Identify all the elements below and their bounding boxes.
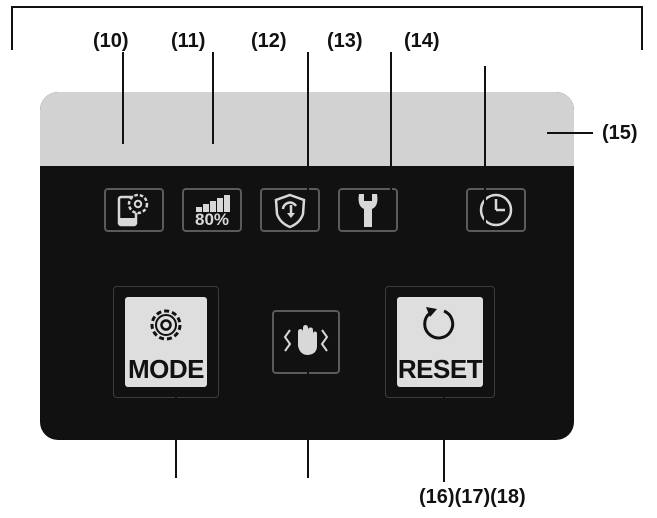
leader-line-13 [390, 52, 392, 214]
callout-16-17-18: (16)(17)(18) [419, 486, 526, 508]
hand-vibration-icon [283, 325, 329, 355]
signal-bars-icon [196, 195, 230, 212]
touch-sensor[interactable] [272, 310, 340, 374]
leader-line-12 [307, 52, 309, 200]
callout-11: (11) [171, 30, 206, 52]
mode-button-label: MODE [128, 354, 205, 384]
callout-12: (12) [251, 30, 287, 52]
callout-13: (13) [327, 30, 363, 52]
bracket-left [11, 6, 13, 50]
signal-indicator: 80% [182, 188, 242, 232]
timer-indicator [466, 188, 526, 232]
mode-button[interactable]: MODE [125, 297, 207, 387]
bracket-right [641, 6, 643, 50]
leader-line-10 [122, 52, 124, 144]
app-settings-indicator [104, 188, 164, 232]
callout-14: (14) [404, 30, 440, 52]
wrench-icon [358, 194, 378, 227]
reset-arrow-icon [423, 307, 455, 340]
clock-icon [479, 193, 513, 227]
mode-button-frame [113, 286, 219, 398]
bracket-top [11, 6, 643, 8]
signal-percent: 80% [194, 210, 230, 229]
shield-arrow-icon [274, 193, 306, 229]
leader-line-mode [175, 392, 177, 478]
reset-button-frame [385, 286, 495, 398]
leader-line-reset [443, 392, 445, 482]
reset-button[interactable]: RESET [397, 297, 483, 387]
protection-indicator [260, 188, 320, 232]
phone-gear-icon [117, 193, 149, 227]
leader-line-15 [547, 132, 593, 134]
service-indicator [338, 188, 398, 232]
gear-icon [150, 309, 182, 341]
leader-line-14 [484, 66, 486, 230]
leader-line-11 [212, 52, 214, 144]
reset-button-label: RESET [397, 354, 483, 384]
callout-10: (10) [93, 30, 129, 52]
callout-15: (15) [602, 122, 638, 144]
leader-line-sensor [307, 372, 309, 478]
